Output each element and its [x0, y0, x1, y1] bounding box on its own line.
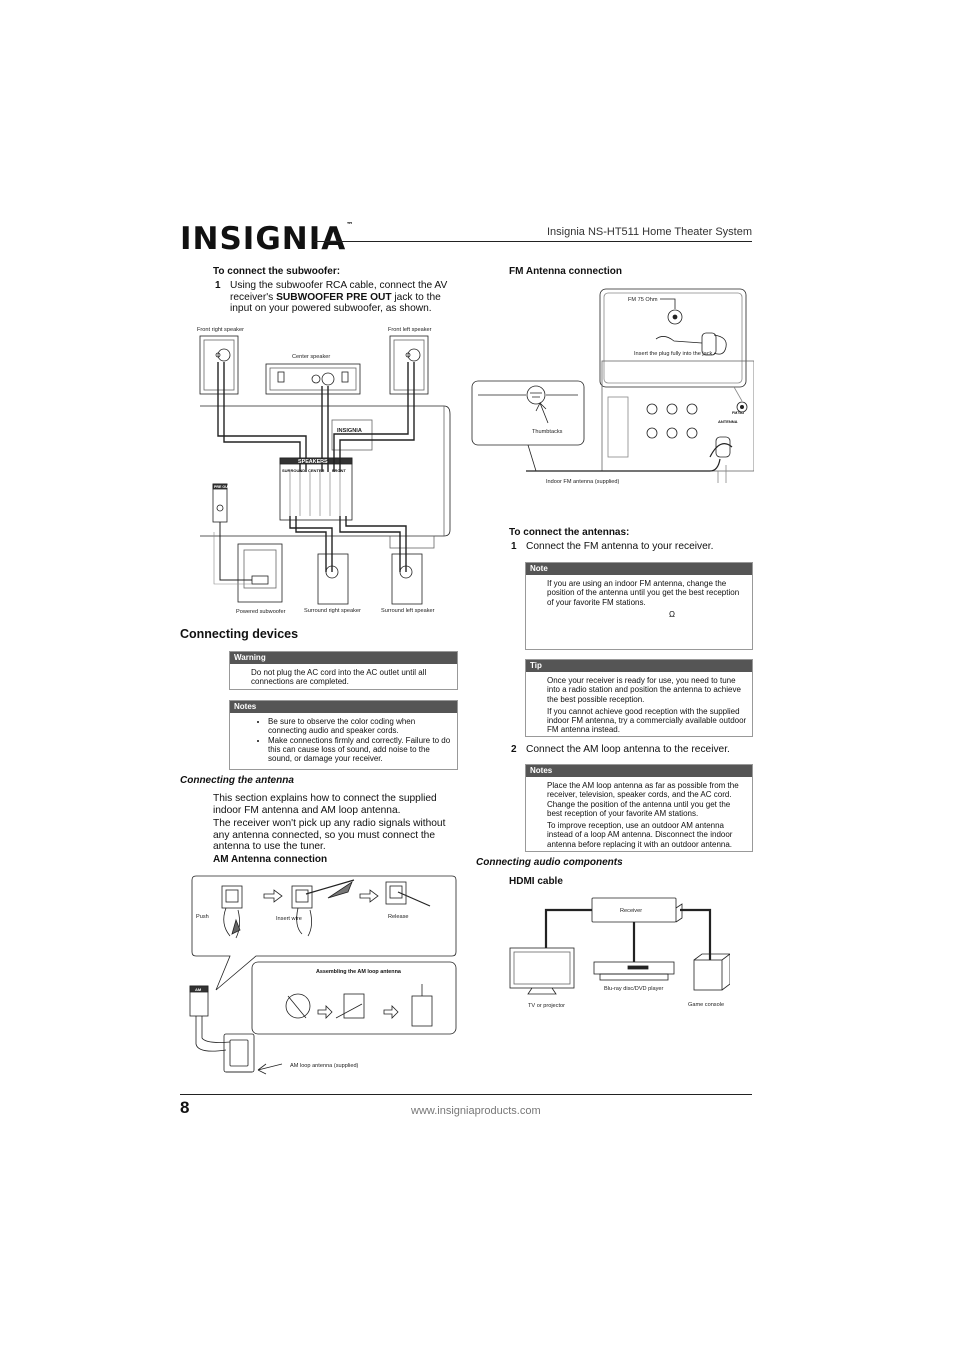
- label-pre-out: PRE OUT: [214, 485, 231, 489]
- label-antenna-panel: ANTENNA: [718, 419, 738, 424]
- tip-box: Tip Once your receiver is ready for use,…: [525, 659, 753, 737]
- label-center: Center speaker: [292, 354, 330, 360]
- label-release: Release: [388, 914, 409, 920]
- label-thumbtacks: Thumbtacks: [532, 429, 563, 435]
- antenna-step-1-text: Connect the FM antenna to your receiver.: [526, 541, 714, 552]
- label-fm75-terminal: FM75Ω: [732, 411, 744, 415]
- brand-logo: INSIGNIA™: [180, 221, 355, 257]
- label-game-console: Game console: [688, 1002, 724, 1008]
- label-front-right: Front right speaker: [197, 327, 244, 333]
- header-title: Insignia NS-HT511 Home Theater System: [546, 226, 752, 238]
- note-ohm-symbol: Ω: [669, 609, 675, 619]
- label-front-terminals: FRONT: [332, 468, 346, 473]
- antenna-para-2: The receiver won't pick up any radio sig…: [213, 818, 446, 852]
- label-surround-terminals: SURROUND: [282, 468, 305, 473]
- label-indoor-fm: Indoor FM antenna (supplied): [546, 479, 620, 485]
- header-rule: [314, 241, 752, 242]
- connecting-audio-heading: Connecting audio components: [476, 857, 623, 868]
- note-box: Note If you are using an indoor FM anten…: [525, 562, 753, 650]
- hdmi-diagram: Receiver TV or projector Blu-ray disc/DV…: [504, 894, 730, 1014]
- label-insert-wire: Insert wire: [276, 916, 302, 922]
- notes2-para-2: To improve reception, use an outdoor AM …: [547, 821, 733, 849]
- footer-rule: [180, 1094, 752, 1095]
- subwoofer-step-text: Using the subwoofer RCA cable, connect t…: [230, 280, 448, 314]
- subwoofer-heading: To connect the subwoofer:: [213, 266, 341, 277]
- receiver-logo: INSIGNIA: [337, 428, 362, 434]
- antenna-step-2-number: 2: [511, 744, 517, 755]
- label-insert-plug: Insert the plug fully into the jack: [634, 351, 713, 357]
- tip-title: Tip: [526, 660, 752, 672]
- notes-box: Notes Be sure to observe the color codin…: [229, 700, 458, 770]
- am-antenna-heading: AM Antenna connection: [213, 854, 328, 865]
- label-receiver: Receiver: [620, 908, 642, 914]
- label-fm-75-ohm: FM 75 Ohm: [628, 297, 658, 303]
- label-surround-right: Surround right speaker: [304, 608, 361, 614]
- connect-antennas-heading: To connect the antennas:: [509, 527, 630, 538]
- fm-antenna-heading: FM Antenna connection: [509, 266, 622, 277]
- warning-box: Warning Do not plug the AC cord into the…: [229, 651, 458, 690]
- notes2-para-1: Place the AM loop antenna as far as poss…: [547, 781, 739, 818]
- warning-title: Warning: [230, 652, 457, 664]
- label-speakers-panel: SPEAKERS: [298, 459, 328, 465]
- connecting-antenna-heading: Connecting the antenna: [180, 775, 294, 786]
- antenna-step-2-text: Connect the AM loop antenna to the recei…: [526, 744, 730, 755]
- label-powered-subwoofer: Powered subwoofer: [236, 609, 286, 615]
- tip-para-1: Once your receiver is ready for use, you…: [547, 676, 741, 704]
- subwoofer-step-number: 1: [215, 280, 221, 291]
- label-push: Push: [196, 914, 209, 920]
- speaker-connection-diagram: Front right speaker Front left speaker C…: [194, 322, 460, 618]
- page-number: 8: [180, 1098, 190, 1117]
- notes2-box: Notes Place the AM loop antenna as far a…: [525, 764, 753, 852]
- footer-url[interactable]: www.insigniaproducts.com: [411, 1105, 541, 1117]
- note-text: If you are using an indoor FM antenna, c…: [547, 579, 740, 607]
- hdmi-cable-heading: HDMI cable: [509, 876, 563, 887]
- note-item: Make connections firmly and correctly. F…: [268, 736, 452, 764]
- notes-title: Notes: [230, 701, 457, 713]
- label-surround-left: Surround left speaker: [381, 608, 435, 614]
- am-antenna-diagram: Push Insert wire Release Assembling the …: [186, 874, 458, 1084]
- label-am-loop: AM loop antenna (supplied): [290, 1063, 359, 1069]
- warning-text: Do not plug the AC cord into the AC outl…: [251, 668, 427, 687]
- notes2-title: Notes: [526, 765, 752, 777]
- note-item: Be sure to observe the color coding when…: [268, 717, 452, 736]
- note-title: Note: [526, 563, 752, 575]
- label-front-left: Front left speaker: [388, 327, 432, 333]
- label-tv-projector: TV or projector: [528, 1003, 565, 1009]
- antenna-step-1-number: 1: [511, 541, 517, 552]
- label-bluray: Blu-ray disc/DVD player: [604, 986, 664, 992]
- antenna-para-1: This section explains how to connect the…: [213, 793, 437, 816]
- label-am-terminal: AM: [195, 987, 202, 992]
- fm-antenna-diagram: FM 75 Ohm Insert the plug fully into the…: [470, 287, 754, 493]
- label-center-terminals: CENTER: [308, 468, 325, 473]
- connecting-devices-heading: Connecting devices: [180, 627, 299, 641]
- label-assembling: Assembling the AM loop antenna: [316, 969, 402, 975]
- tip-para-2: If you cannot achieve good reception wit…: [547, 706, 747, 735]
